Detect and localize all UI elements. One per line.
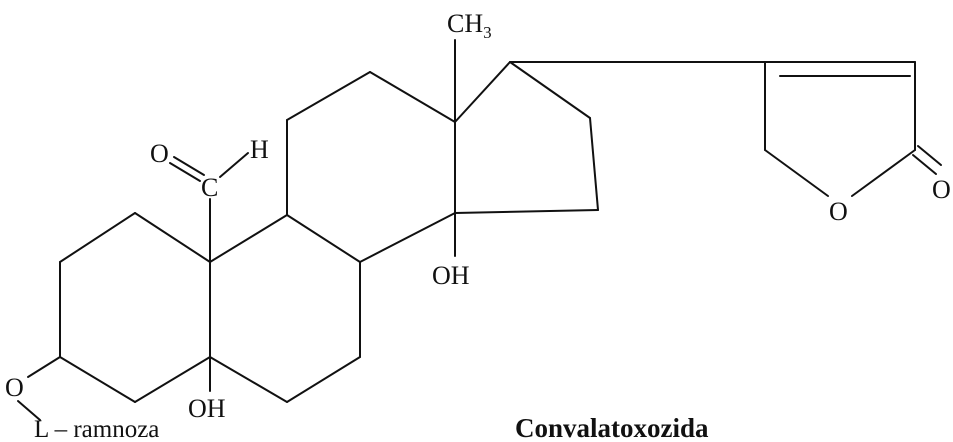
bond-c12-c13 <box>369 71 456 123</box>
methyl-label: CH3 <box>447 9 492 42</box>
bond-c11-c12 <box>286 71 371 121</box>
aldehyde-oxygen-label: O <box>150 139 169 168</box>
bond-aldehyde-c-o-outer <box>173 156 205 176</box>
bond-c3-glycosidic-oxygen <box>27 356 61 378</box>
bond-c13-c17 <box>454 61 511 123</box>
bond-aldehyde-c-h <box>219 152 249 178</box>
bond-c9-c8 <box>286 214 361 263</box>
glycosidic-oxygen-label: O <box>5 373 24 402</box>
compound-name: Convalatoxozida <box>515 413 709 442</box>
bond-aldehyde-c-o-inner <box>169 162 201 182</box>
bond-c15-c14 <box>454 209 599 214</box>
aldehyde-hydrogen-label: H <box>250 135 269 164</box>
bond-c16-c15 <box>589 117 599 211</box>
methyl-label-ch: CH <box>447 9 483 38</box>
lactone-ring-oxygen-label: O <box>829 197 848 226</box>
ring-b <box>209 214 361 403</box>
bond-oxygen-sugar <box>17 400 41 421</box>
sugar-label: L – ramnoza <box>34 416 159 442</box>
bond-c6-c5 <box>209 356 288 403</box>
bond-carbonyl-inner <box>912 154 937 175</box>
bond-ring-oxygen-c23 <box>851 149 916 197</box>
bond-c7-c6 <box>286 356 361 403</box>
ring-c <box>286 71 456 263</box>
hydroxyl-c14-label: OH <box>432 261 470 290</box>
bond-carbonyl-outer <box>917 145 942 166</box>
bond-c3-c4 <box>59 356 136 403</box>
bond-c21-ring-oxygen <box>764 149 829 197</box>
methyl-label-subscript: 3 <box>483 23 492 42</box>
bond-c1-c10 <box>134 212 211 263</box>
bond-c17-c16 <box>509 61 591 119</box>
lactone-carbonyl-oxygen-label: O <box>932 175 951 204</box>
aldehyde-carbon-label: C <box>201 173 218 202</box>
aldehyde-group: O C H <box>150 135 269 263</box>
bond-c2-c1 <box>59 212 136 263</box>
ring-a <box>59 212 211 403</box>
bond-c10-c9 <box>209 214 288 263</box>
lactone-ring: O O <box>764 61 951 226</box>
bond-c4-c5 <box>134 356 211 403</box>
bond-c14-c8 <box>359 212 456 263</box>
hydroxyl-c5-label: OH <box>188 394 226 423</box>
ring-d <box>454 61 599 214</box>
